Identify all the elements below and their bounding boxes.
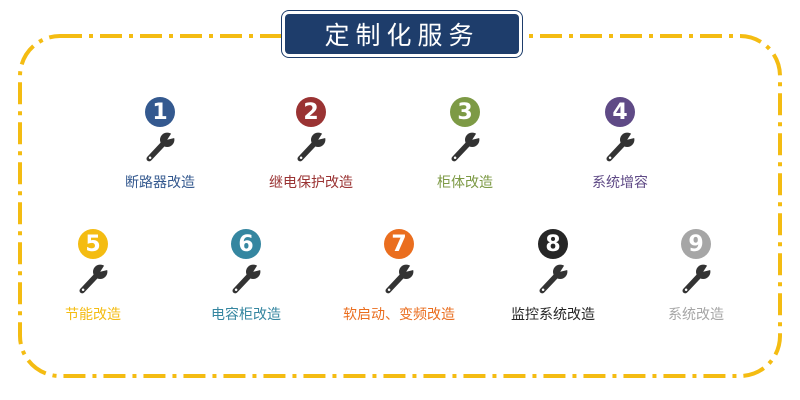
number-badge: 3 <box>450 97 480 127</box>
service-label: 断路器改造 <box>125 175 195 191</box>
wrench-icon <box>75 261 111 297</box>
wrench-icon <box>602 129 638 165</box>
service-item-1: 1 断路器改造 <box>80 97 240 192</box>
service-label: 柜体改造 <box>437 175 493 191</box>
service-item-2: 2 继电保护改造 <box>231 97 391 192</box>
service-item-6: 6 电容柜改造 <box>166 229 326 324</box>
service-item-7: 7 软启动、变频改造 <box>319 229 479 324</box>
number-badge: 4 <box>605 97 635 127</box>
wrench-icon <box>535 261 571 297</box>
service-label: 监控系统改造 <box>511 307 595 323</box>
service-label: 电容柜改造 <box>211 307 281 323</box>
service-item-9: 9 系统改造 <box>616 229 776 324</box>
wrench-icon <box>381 261 417 297</box>
wrench-icon <box>142 129 178 165</box>
service-label: 系统改造 <box>668 307 724 323</box>
number-badge: 7 <box>384 229 414 259</box>
service-item-8: 8 监控系统改造 <box>473 229 633 324</box>
service-label: 系统增容 <box>592 175 648 191</box>
page-title: 定制化服务 <box>324 21 480 50</box>
service-label: 继电保护改造 <box>269 175 353 191</box>
wrench-icon <box>447 129 483 165</box>
number-badge: 1 <box>145 97 175 127</box>
service-item-5: 5 节能改造 <box>13 229 173 324</box>
service-label: 节能改造 <box>65 307 121 323</box>
wrench-icon <box>678 261 714 297</box>
service-label: 软启动、变频改造 <box>343 307 455 323</box>
service-item-3: 3 柜体改造 <box>385 97 545 192</box>
number-badge: 2 <box>296 97 326 127</box>
wrench-icon <box>293 129 329 165</box>
number-badge: 5 <box>78 229 108 259</box>
service-item-4: 4 系统增容 <box>540 97 700 192</box>
title-banner: 定制化服务 <box>285 14 519 54</box>
number-badge: 9 <box>681 229 711 259</box>
wrench-icon <box>228 261 264 297</box>
number-badge: 6 <box>231 229 261 259</box>
number-badge: 8 <box>538 229 568 259</box>
